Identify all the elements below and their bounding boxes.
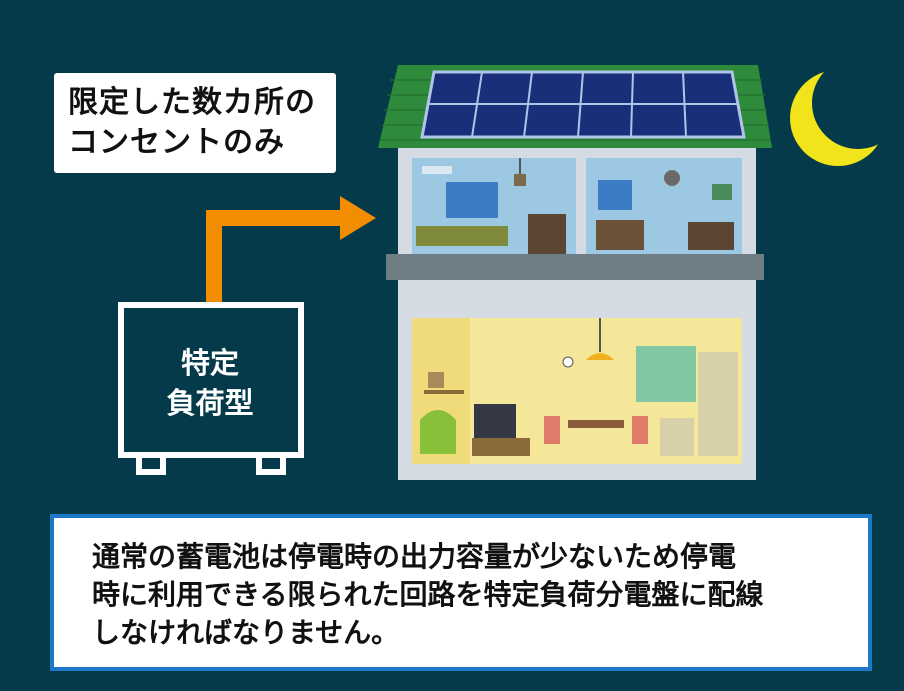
battery-type-label: 特定 負荷型 bbox=[135, 343, 285, 423]
battery-type-line-1: 特定 bbox=[180, 346, 239, 380]
caption-line-2: 時に利用できる限られた回路を特定負荷分電盤に配線 bbox=[92, 578, 764, 611]
house-icon bbox=[378, 65, 772, 480]
moon-icon bbox=[790, 57, 904, 166]
limited-outlets-line-1: 限定した数カ所の bbox=[68, 85, 316, 120]
battery-icon bbox=[118, 302, 304, 475]
caption-line-3: しなければなりません。 bbox=[92, 616, 400, 649]
arrow-icon bbox=[206, 196, 376, 305]
battery-type-line-2: 負荷型 bbox=[166, 386, 254, 420]
limited-outlets-label: 限定した数カ所の コンセントのみ bbox=[54, 73, 336, 173]
limited-outlets-line-2: コンセントのみ bbox=[68, 125, 285, 160]
caption-line-1: 通常の蓄電池は停電時の出力容量が少ないため停電 bbox=[92, 540, 737, 573]
caption-box: 通常の蓄電池は停電時の出力容量が少ないため停電 時に利用できる限られた回路を特定… bbox=[50, 514, 872, 671]
solar-panel-icon bbox=[420, 70, 746, 139]
